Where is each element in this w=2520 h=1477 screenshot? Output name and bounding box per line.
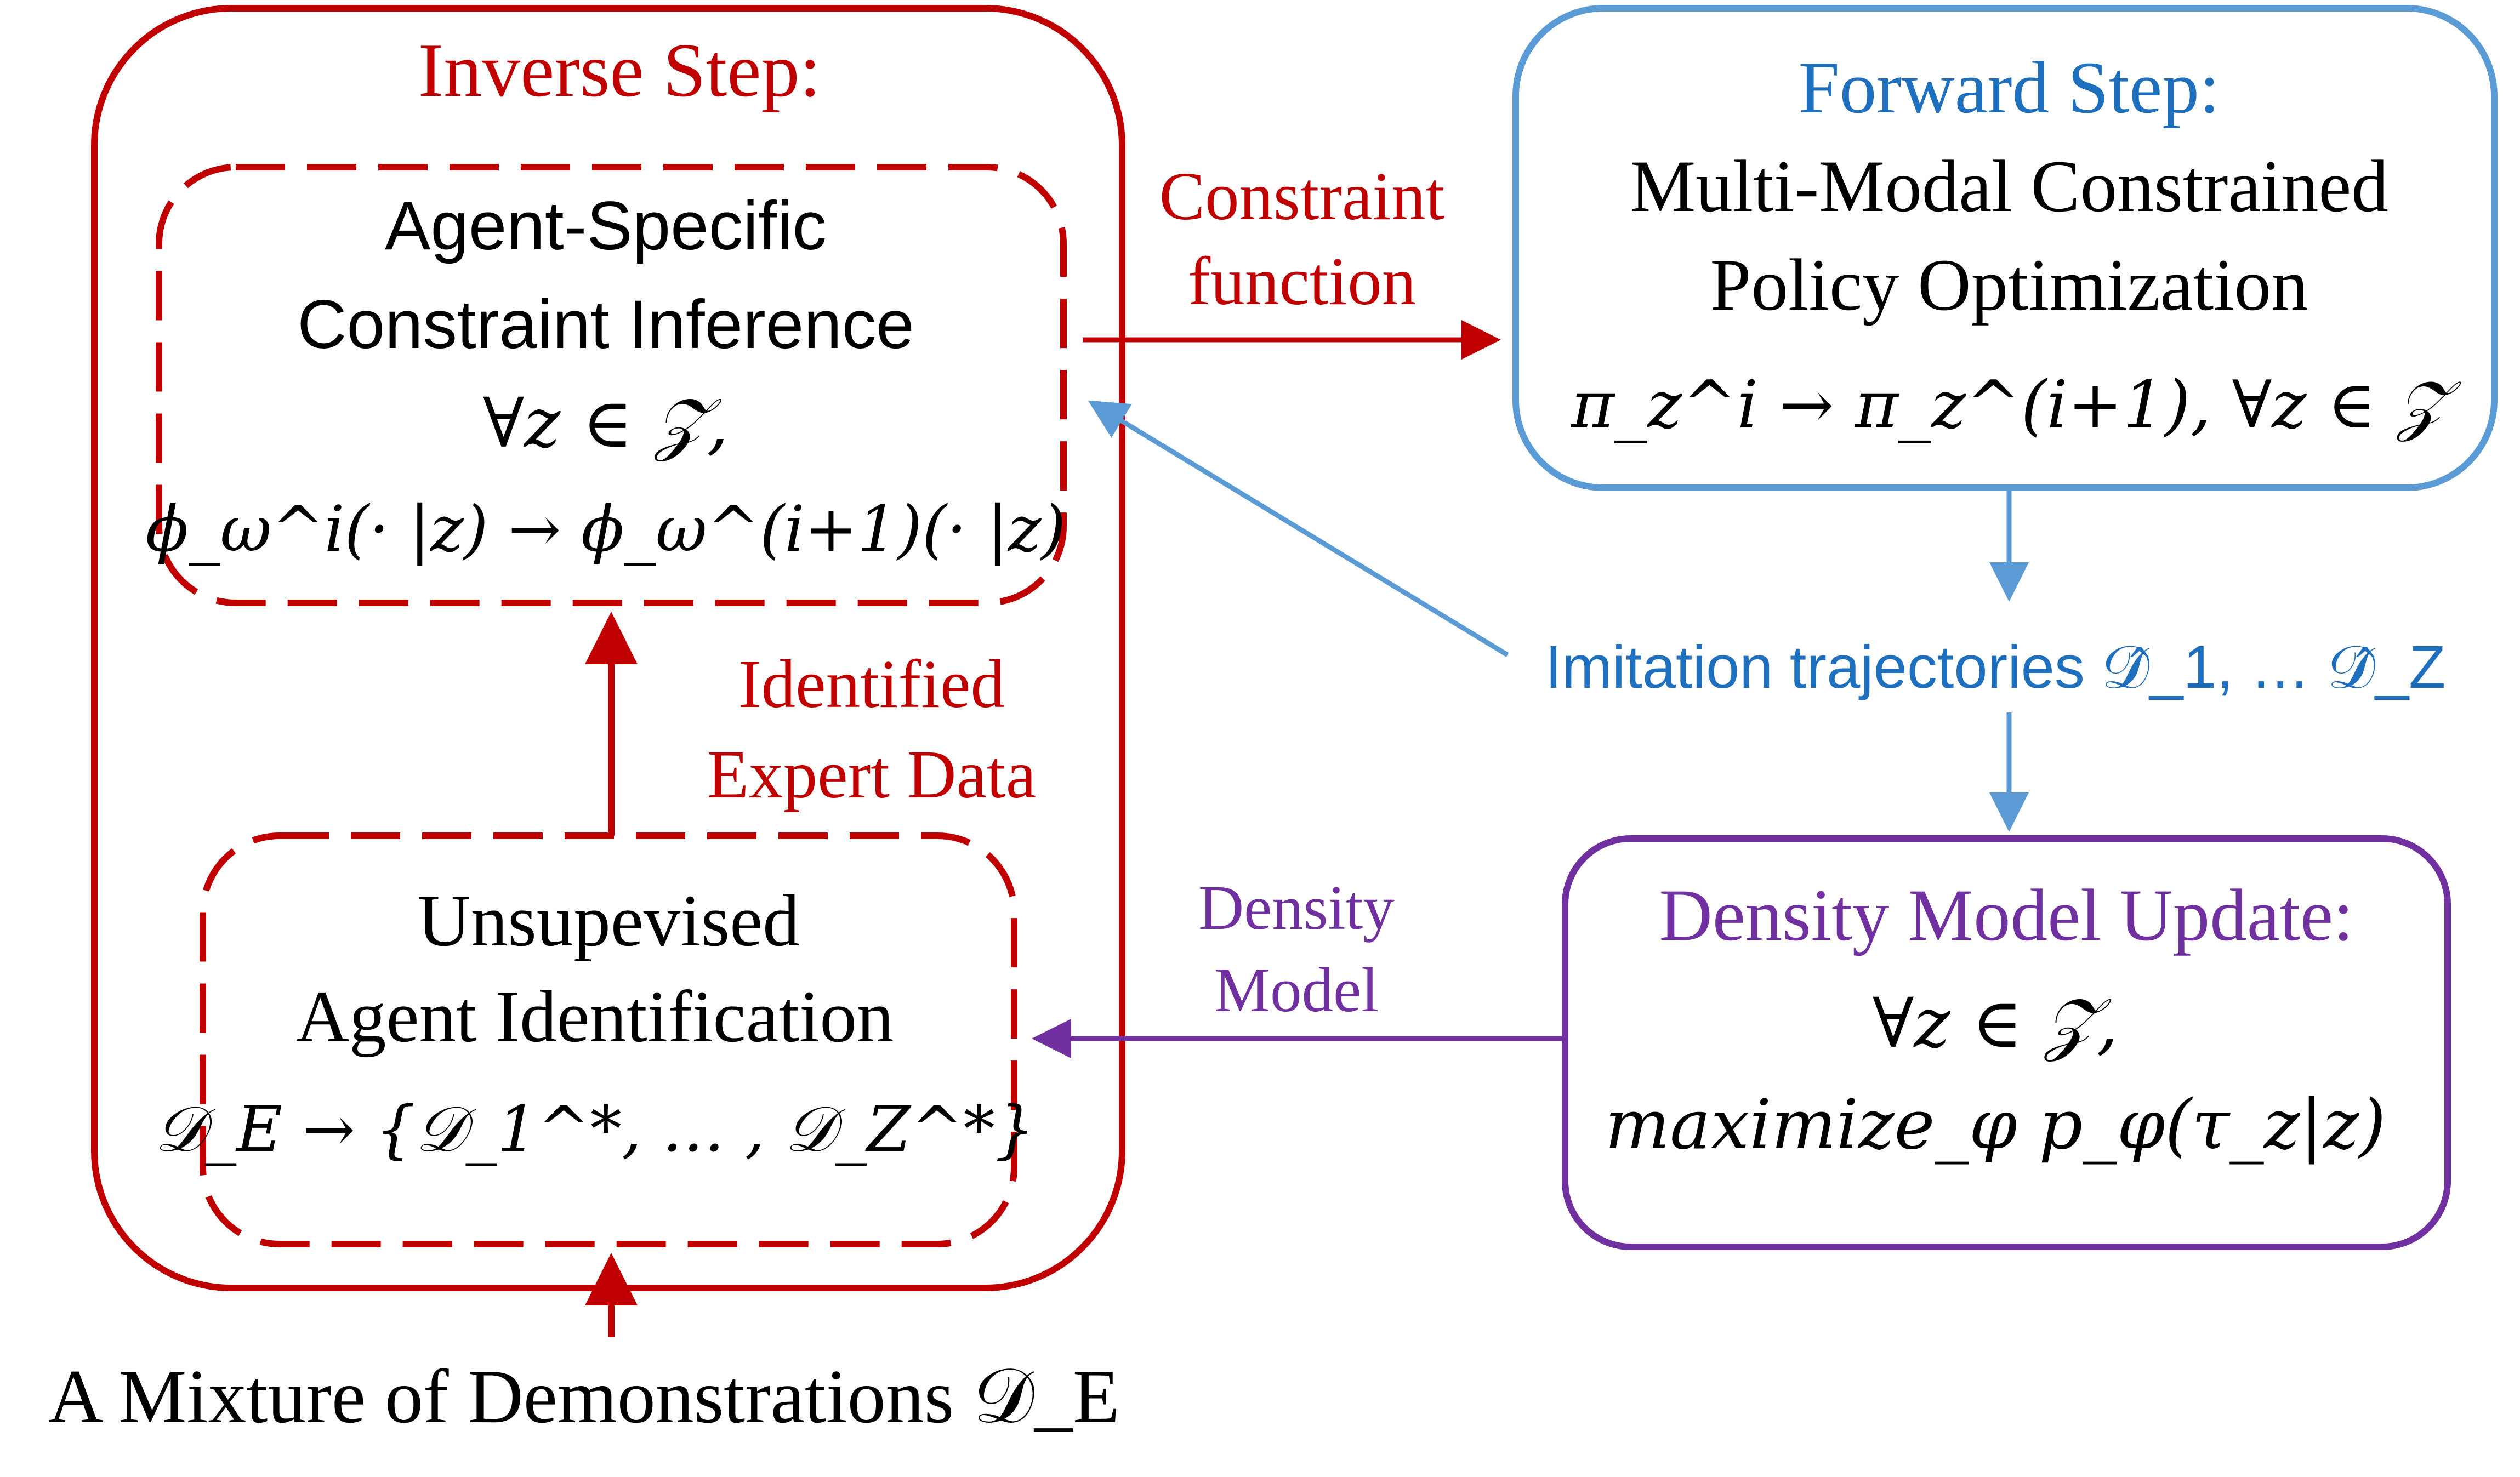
agent-identification-line2: Agent Identification [296,976,894,1058]
density-update-title: Density Model Update: [1659,875,2353,956]
forward-step-line1: Multi-Modal Constrained [1630,146,2388,227]
constraint-inference-line2: Constraint Inference [297,287,914,363]
constraint-function-label-line2: function [1188,244,1417,320]
density-update-formula1: ∀z ∈ 𝒵, [1873,984,2118,1063]
density-update-box [1562,835,2451,1250]
constraint-inference-box [156,164,1067,606]
agent-identification-formula: 𝒟_E → {𝒟_1^*, … , 𝒟_Z^*} [155,1093,1035,1166]
identified-label-line1: Identified [738,647,1005,722]
agent-identification-line1: Unsupevised [417,880,799,962]
density-model-label-line1: Density [1198,873,1395,943]
inverse-step-title: Inverse Step: [418,28,821,113]
density-model-label-line2: Model [1214,955,1379,1025]
forward-step-line2: Policy Optimization [1710,244,2308,326]
mixture-label: A Mixture of Demonstrations 𝒟_E [48,1354,1120,1439]
imitation-label: Imitation trajectories 𝒟̂_1, … 𝒟̂_Z [1545,634,2446,701]
imitation-to-inference-arrow [1088,400,1509,657]
density-update-formula2: maximize_φ p_φ(τ_z|z) [1605,1085,2386,1165]
constraint-inference-formula2: ϕ_ω^i(· |z) → ϕ_ω^(i+1)(· |z) [146,493,1066,566]
constraint-inference-formula1: ∀z ∈ 𝒵, [483,384,729,463]
constraint-inference-line1: Agent-Specific [385,188,827,264]
constraint-function-label-line1: Constraint [1159,159,1445,235]
identified-label-line2: Expert Data [707,737,1036,813]
forward-step-box [1512,5,2498,491]
forward-step-formula: π_z^i → π_z^(i+1), ∀z ∈ 𝒵 [1570,367,2461,443]
forward-step-title: Forward Step: [1799,47,2220,129]
